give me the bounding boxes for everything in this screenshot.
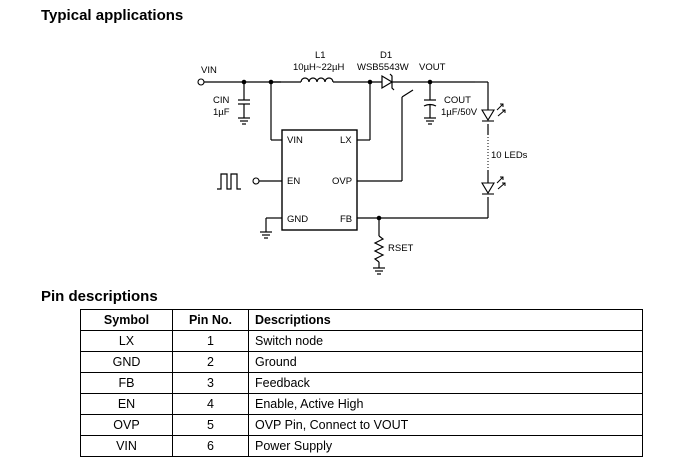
label-l1-value: 10µH~22µH	[293, 62, 344, 73]
pin-label-en: EN	[287, 176, 300, 187]
cell-description: Enable, Active High	[248, 393, 643, 415]
label-cout-value: 1µF/50V	[441, 107, 478, 118]
cell-symbol: EN	[80, 393, 173, 415]
column-header-descriptions: Descriptions	[248, 309, 643, 331]
label-led-count: 10 LEDs	[491, 150, 528, 161]
cell-pin-no: 5	[172, 414, 249, 436]
table-row: OVP 5 OVP Pin, Connect to VOUT	[80, 414, 643, 436]
cell-symbol: VIN	[80, 435, 173, 457]
cell-pin-no: 4	[172, 393, 249, 415]
label-cin-value: 1µF	[213, 107, 230, 118]
label-cin: CIN	[213, 95, 230, 106]
label-rset: RSET	[388, 243, 414, 254]
cell-symbol: LX	[80, 330, 173, 352]
cell-description: OVP Pin, Connect to VOUT	[248, 414, 643, 436]
cell-pin-no: 2	[172, 351, 249, 373]
pin-label-ovp: OVP	[332, 176, 352, 187]
cell-pin-no: 3	[172, 372, 249, 394]
table-row: EN 4 Enable, Active High	[80, 393, 643, 415]
cell-pin-no: 1	[172, 330, 249, 352]
pin-label-vin: VIN	[287, 135, 303, 146]
pin-table: Symbol Pin No. Descriptions LX 1 Switch …	[80, 309, 643, 457]
label-vin: VIN	[201, 65, 217, 76]
cell-pin-no: 6	[172, 435, 249, 457]
application-schematic: VIN CIN 1µF L1 10µH~22µH D1 WSB5543W VOU…	[197, 50, 528, 275]
table-row: VIN 6 Power Supply	[80, 435, 643, 457]
cell-description: Power Supply	[248, 435, 643, 457]
table-header-row: Symbol Pin No. Descriptions	[80, 309, 643, 331]
pin-label-lx: LX	[340, 135, 352, 146]
cell-description: Ground	[248, 351, 643, 373]
section-title-pin-descriptions: Pin descriptions	[41, 288, 158, 305]
section-title-typical-applications: Typical applications	[41, 7, 184, 24]
cell-description: Switch node	[248, 330, 643, 352]
table-row: LX 1 Switch node	[80, 330, 643, 352]
cell-symbol: GND	[80, 351, 173, 373]
label-cout: COUT	[444, 95, 471, 106]
label-d1-part: WSB5543W	[357, 62, 409, 73]
table-row: FB 3 Feedback	[80, 372, 643, 394]
column-header-symbol: Symbol	[80, 309, 173, 331]
table-row: GND 2 Ground	[80, 351, 643, 373]
pin-label-fb: FB	[340, 214, 352, 225]
label-d1: D1	[380, 50, 392, 61]
label-vout: VOUT	[419, 62, 446, 73]
column-header-pin-no: Pin No.	[172, 309, 249, 331]
cell-symbol: OVP	[80, 414, 173, 436]
pin-label-gnd: GND	[287, 214, 308, 225]
cell-description: Feedback	[248, 372, 643, 394]
label-l1: L1	[315, 50, 326, 61]
cell-symbol: FB	[80, 372, 173, 394]
